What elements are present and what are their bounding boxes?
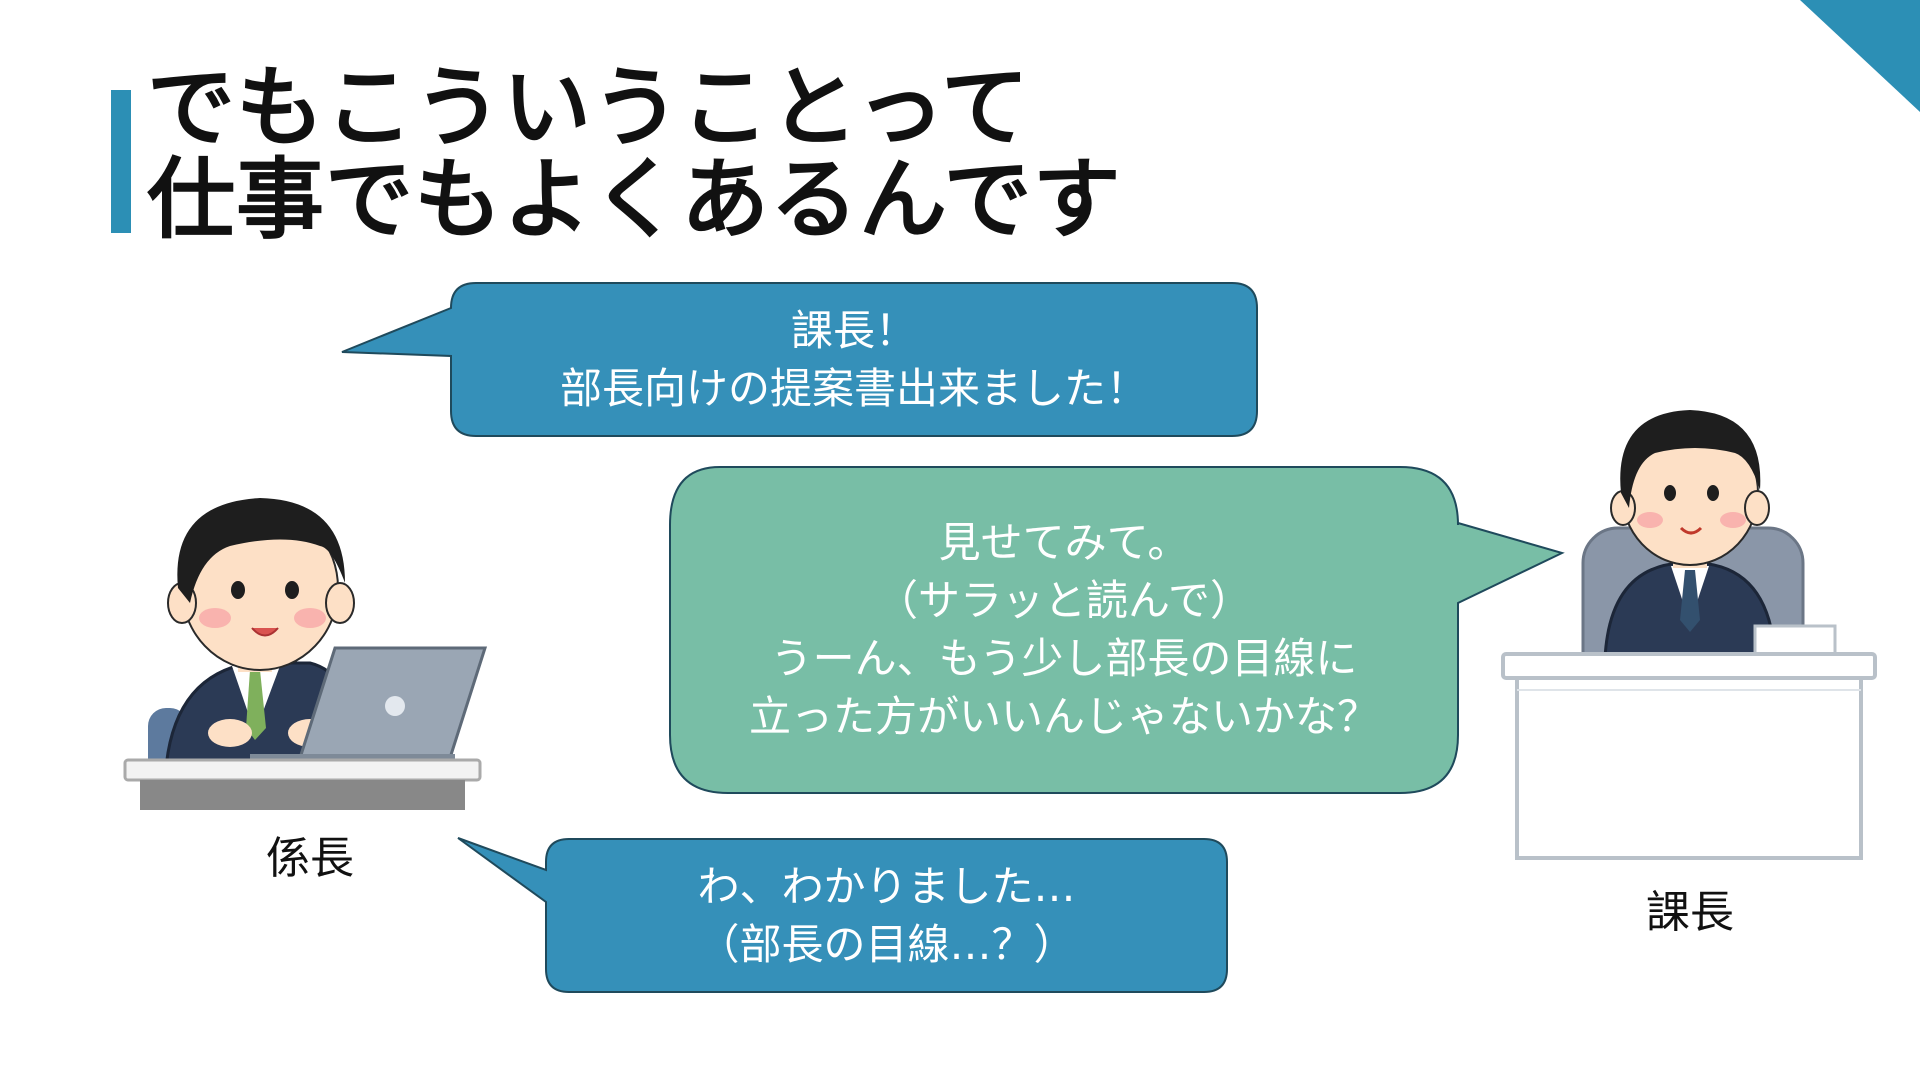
corner-triangle-decoration bbox=[1800, 0, 1920, 112]
speech-bubble-2-shape bbox=[669, 466, 1565, 794]
speech-bubble-2-line-2: （サラッと読んで） bbox=[876, 576, 1252, 625]
speech-bubble-3: わ、わかりました… （部長の目線…？） bbox=[546, 839, 1227, 992]
slide-title-line-2: 仕事でもよくあるんです bbox=[147, 148, 1122, 251]
speech-bubble-2-line-1: 見せてみて。 bbox=[938, 518, 1190, 567]
speech-bubble-1-line-2: 部長向けの提案書出来ました！ bbox=[559, 363, 1148, 413]
speech-bubble-2-line-3: うーん、もう少し部長の目線に bbox=[770, 634, 1358, 683]
speech-bubble-1-shape bbox=[341, 282, 1258, 437]
speech-bubble-2-line-4: 立った方がいいんじゃないかな？ bbox=[748, 692, 1379, 741]
left-person-label: 係長 bbox=[266, 833, 354, 884]
speech-bubble-1-line-1: 課長！ bbox=[790, 305, 917, 355]
speech-bubble-3-line-1: わ、わかりました… bbox=[697, 861, 1076, 911]
right-person-label: 課長 bbox=[1646, 887, 1734, 938]
speech-bubble-2: 見せてみて。 （サラッと読んで） うーん、もう少し部長の目線に 立った方がいいん… bbox=[670, 467, 1458, 793]
manager-at-desk-illustration bbox=[1501, 410, 1877, 860]
slide-title: でもこういうことって 仕事でもよくあるんです bbox=[147, 62, 1122, 246]
title-accent-bar bbox=[111, 90, 131, 233]
businessman-at-laptop-illustration bbox=[123, 498, 488, 810]
slide-title-line-1: でもこういうことって bbox=[147, 56, 1030, 159]
speech-bubble-1: 課長！ 部長向けの提案書出来ました！ bbox=[451, 283, 1257, 436]
speech-bubble-3-line-2: （部長の目線…？） bbox=[697, 919, 1076, 969]
speech-bubble-3-shape bbox=[457, 837, 1228, 993]
